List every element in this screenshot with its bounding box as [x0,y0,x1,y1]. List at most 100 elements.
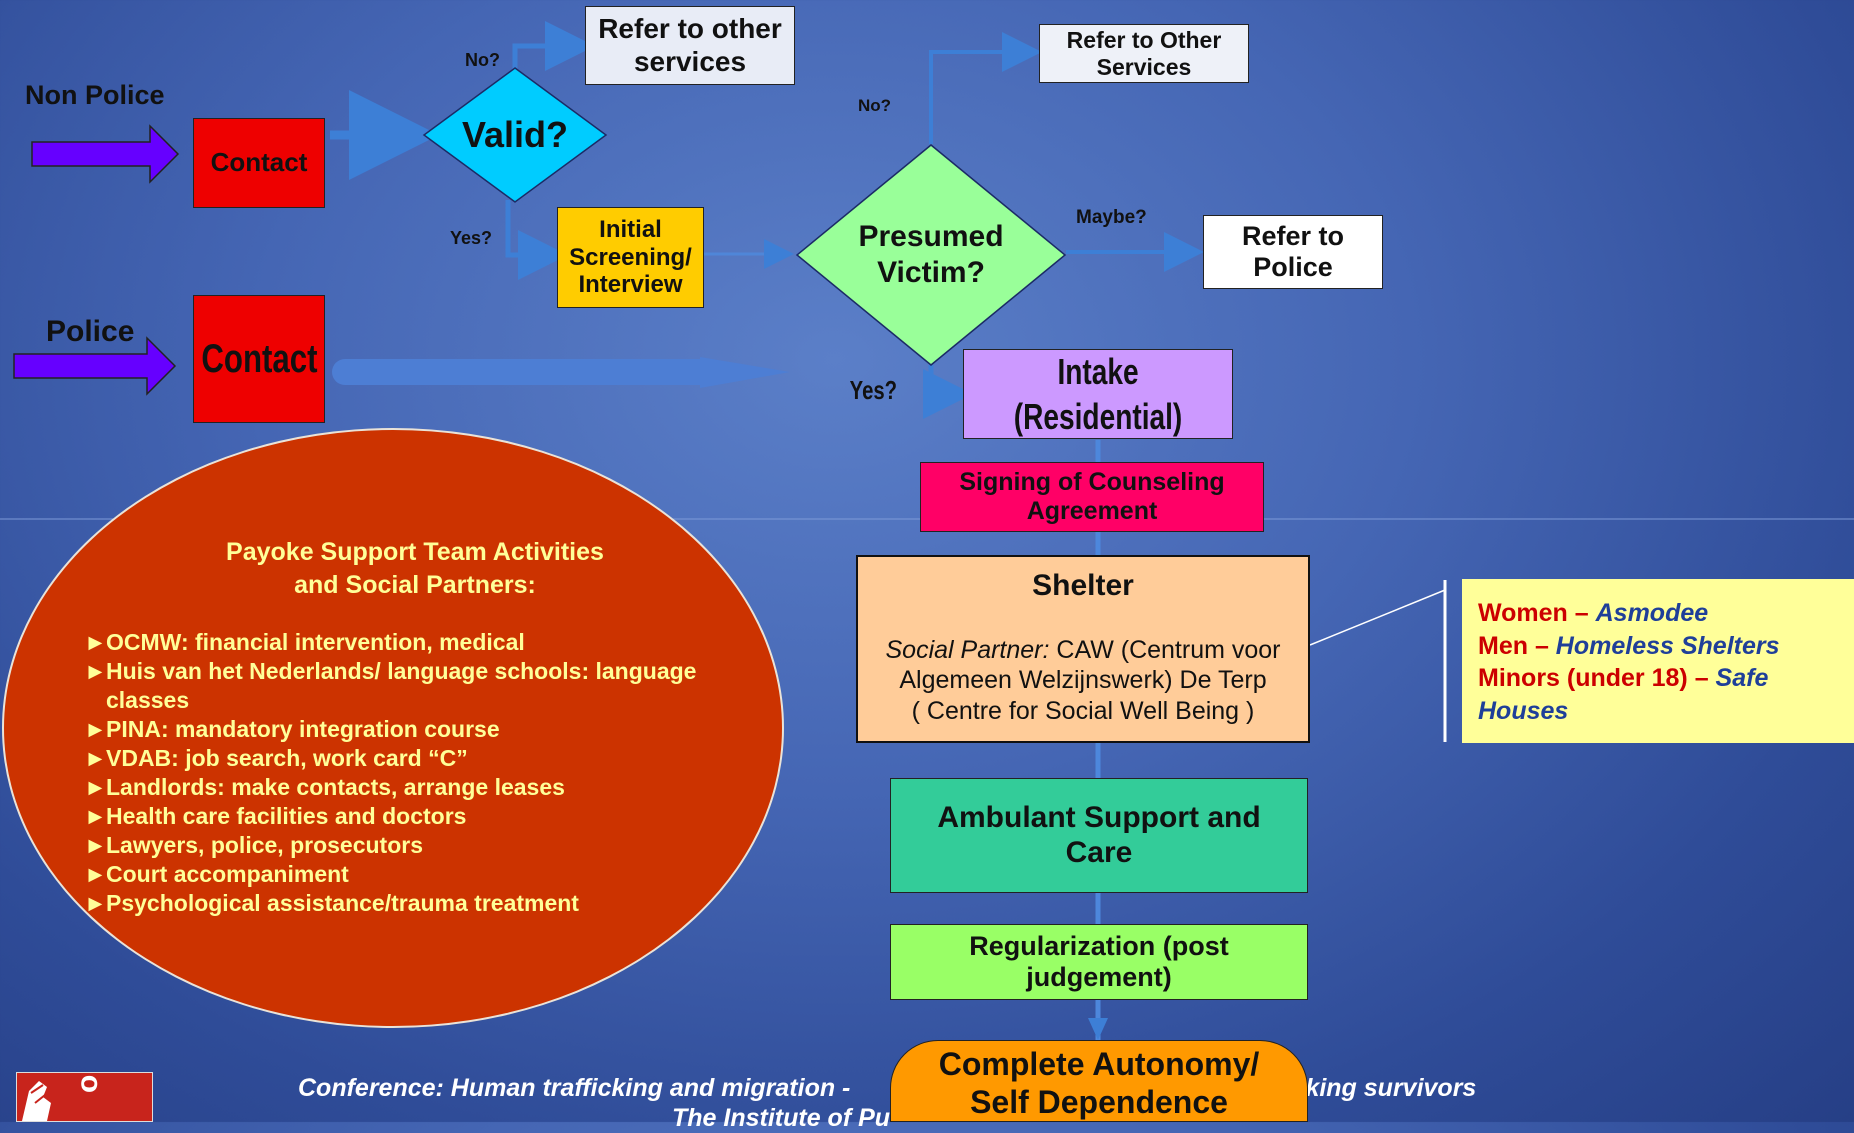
screening-line3: Interview [578,271,683,299]
shelter-partner-text-2: Algemeen Welzijnswerk) De Terp [899,666,1267,695]
ellipse-list-item-text: Huis van het Nederlands/ language school… [106,657,697,713]
shelter-partner-text-1: CAW (Centrum voor [1049,635,1281,664]
ellipse-list-item: ►Health care facilities and doctors [84,802,744,831]
partners-note-line: Men – Homeless Shelters [1478,630,1838,663]
connector-presumed-no [929,32,1042,144]
presumed-victim-diamond [795,144,1067,366]
footer-line2: The Institute of Pu [672,1104,891,1132]
shelter-box: Shelter Social Partner: CAW (Centrum voo… [856,555,1310,743]
partners-note-sep: – [1687,664,1716,692]
regularization-line1: Regularization (post [969,930,1229,961]
ellipse-title: Payoke Support Team Activities and Socia… [120,536,710,601]
ellipse-list-item-text: Health care facilities and doctors [106,802,467,829]
bullet-icon: ► [84,889,107,916]
presumed-yes-label: Yes? [849,375,898,405]
contact-box-police: Contact [193,295,325,423]
shelter-partner-text-3: ( Centre for Social Well Being ) [911,696,1255,725]
police-label: Police [46,315,135,348]
ellipse-activity-list: ►OCMW: financial intervention, medical►H… [84,628,744,918]
refer-other-line2: Services [1096,53,1192,80]
intake-line1: Intake [1057,351,1139,392]
contact-label: Contact [210,147,308,178]
ellipse-list-item: ►Psychological assistance/trauma treatme… [84,889,744,918]
ambulant-line1: Ambulant Support and [937,801,1261,834]
ellipse-title-line1: Payoke Support Team Activities [226,538,604,566]
partners-note-who: Women [1478,599,1568,627]
ellipse-list-item: ►VDAB: job search, work card “C” [84,744,744,773]
valid-no-label: No? [465,50,500,70]
ambulant-line2: Care [1065,835,1133,869]
connector-presumed-yes [923,365,973,419]
autonomy-line1: Complete Autonomy/ [938,1046,1260,1082]
bullet-icon: ► [84,773,107,800]
autonomy-box: Complete Autonomy/ Self Dependence [890,1040,1308,1122]
social-partner-label: Social Partner: [885,635,1050,664]
partners-note-where: Homeless Shelters [1555,631,1780,660]
ellipse-list-item: ►Huis van het Nederlands/ language schoo… [84,657,744,715]
partners-note-where: Asmodee [1595,599,1709,627]
entry-arrow-icon [13,336,177,396]
ellipse-list-item: ►PINA: mandatory integration course [84,715,744,744]
ellipse-list-item: ►Lawyers, police, prosecutors [84,831,744,860]
logo-icon: oke [16,1072,153,1122]
signing-line1: Signing of Counseling [959,468,1225,497]
presumed-no-label: No? [858,96,892,115]
refer-other-services-label: Refer to other services [598,13,782,77]
regularization-line2: judgement) [1026,962,1172,992]
ellipse-list-item-text: Landlords: make contacts, arrange leases [106,773,565,800]
signing-agreement-box: Signing of Counseling Agreement [920,462,1264,532]
partners-note-sep: – [1528,631,1556,660]
partners-note-where: Safe Houses [1478,664,1769,725]
ellipse-title-line2: and Social Partners: [294,570,536,599]
partners-note-sep: – [1567,599,1596,627]
connector-autonomy-head [1088,1018,1108,1040]
partners-note-line: Women – Asmodee [1478,597,1838,630]
refer-police-line2: Police [1253,252,1333,282]
intake-box: Intake (Residential) [963,349,1233,439]
ambulant-support-box: Ambulant Support and Care [890,778,1308,893]
ellipse-list-item: ►Landlords: make contacts, arrange lease… [84,773,744,802]
bullet-icon: ► [84,657,107,684]
ellipse-list-item: ►OCMW: financial intervention, medical [84,628,744,657]
refer-police-line1: Refer to [1241,220,1344,251]
valid-question: Valid? [461,114,569,156]
ellipse-list-item-text: Court accompaniment [106,860,349,887]
refer-other-services-box-2: Refer to Other Services [1039,24,1249,83]
refer-to-police-box: Refer to Police [1203,215,1383,289]
bullet-icon: ► [84,744,107,771]
ellipse-list-item-text: PINA: mandatory integration course [106,715,500,742]
signing-line2: Agreement [1026,497,1158,525]
partners-note-line: Minors (under 18) – Safe Houses [1478,662,1838,727]
non-police-label: Non Police [25,80,165,110]
ellipse-list-item-text: Lawyers, police, prosecutors [106,831,424,858]
presumed-line2: Victim? [877,256,985,289]
presumed-maybe-label: Maybe? [1076,207,1147,228]
connector-police-intake-head [700,357,790,388]
entry-arrow-icon [31,124,180,184]
bullet-icon: ► [84,802,107,829]
bullet-icon: ► [84,629,107,655]
shelter-title: Shelter [1032,569,1134,602]
contact-box-non-police: Contact [193,118,325,208]
ellipse-list-item: ►Court accompaniment [84,860,744,889]
partners-note-who: Minors (under 18) [1478,664,1688,692]
ellipse-list-item-text: VDAB: job search, work card “C” [106,744,468,771]
contact-label: Contact [200,337,318,381]
partners-note-who: Men [1478,631,1528,660]
intake-line2: (Residential) [1013,396,1183,437]
logo-text: oke [71,1073,105,1093]
presumed-line1: Presumed [858,220,1004,253]
screening-line2: Screening/ [569,243,692,271]
initial-screening-box: Initial Screening/ Interview [557,207,704,308]
footer-line1-left: Conference: Human trafficking and migrat… [298,1074,851,1102]
bullet-icon: ► [84,831,107,858]
ellipse-list-item-text: Psychological assistance/trauma treatmen… [106,889,579,916]
presumed-victim-question: Presumed Victim? [795,143,1067,367]
connector-valid-yes [505,200,568,280]
footer-line1: Conference: Human trafficking and migrat… [298,1074,1598,1103]
bullet-icon: ► [84,715,107,742]
connector-valid-no [512,21,595,71]
shelter-partner-line1: Social Partner: CAW (Centrum voor [858,635,1308,666]
